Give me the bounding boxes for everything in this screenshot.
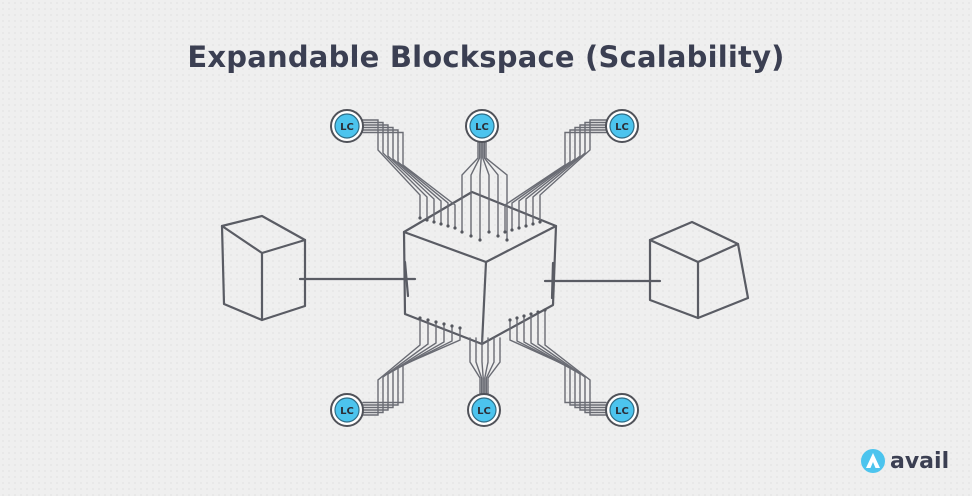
wire bbox=[525, 124, 607, 227]
lc-node-label: LC bbox=[477, 406, 491, 417]
pin bbox=[510, 228, 514, 232]
top-pins bbox=[418, 216, 542, 242]
wire bbox=[532, 121, 607, 225]
pin bbox=[432, 220, 436, 224]
wire bbox=[518, 126, 607, 229]
pin bbox=[439, 222, 443, 226]
wire bbox=[362, 327, 461, 404]
right-block bbox=[648, 220, 750, 320]
pin bbox=[446, 224, 450, 228]
wire bbox=[484, 337, 489, 395]
wire bbox=[470, 141, 481, 237]
pin bbox=[524, 224, 528, 228]
pin bbox=[450, 324, 454, 328]
pin bbox=[515, 316, 519, 320]
lc-node-top-left: LC bbox=[330, 109, 364, 143]
wire bbox=[511, 129, 607, 231]
wire bbox=[362, 321, 437, 411]
lc-node-label: LC bbox=[615, 122, 629, 133]
wire bbox=[482, 141, 490, 233]
pin bbox=[434, 320, 438, 324]
pin bbox=[538, 220, 542, 224]
pin bbox=[487, 230, 491, 234]
wires-top bbox=[362, 119, 607, 241]
pin bbox=[458, 326, 462, 330]
pin bbox=[529, 312, 533, 316]
wire bbox=[544, 309, 607, 416]
brand-name: avail bbox=[890, 448, 950, 474]
pin bbox=[496, 234, 500, 238]
pin bbox=[442, 322, 446, 326]
wire bbox=[362, 126, 442, 225]
wires-bottom bbox=[362, 309, 607, 416]
pin bbox=[418, 316, 422, 320]
wire bbox=[469, 337, 481, 395]
pin bbox=[531, 222, 535, 226]
wire bbox=[362, 323, 445, 409]
pin bbox=[536, 310, 540, 314]
wire bbox=[362, 121, 428, 221]
pin bbox=[460, 230, 464, 234]
wire bbox=[483, 141, 499, 237]
lc-node-label: LC bbox=[340, 406, 354, 417]
pin bbox=[469, 234, 473, 238]
wire bbox=[509, 319, 607, 404]
wire bbox=[485, 337, 495, 395]
pin bbox=[425, 218, 429, 222]
pin bbox=[418, 216, 422, 220]
lc-node-top-right: LC bbox=[605, 109, 639, 143]
pin bbox=[503, 230, 507, 234]
lc-node-label: LC bbox=[615, 406, 629, 417]
pin bbox=[522, 314, 526, 318]
wire bbox=[530, 313, 607, 411]
lc-node-bottom-center: LC bbox=[467, 393, 501, 427]
pin bbox=[543, 308, 547, 312]
wire bbox=[461, 141, 479, 233]
bottom-pins bbox=[418, 308, 547, 330]
pin bbox=[426, 318, 430, 322]
wire bbox=[479, 141, 482, 241]
wire bbox=[523, 315, 607, 409]
pin bbox=[517, 226, 521, 230]
pin bbox=[478, 238, 482, 242]
brand-logo: avail bbox=[860, 446, 949, 476]
lc-node-label: LC bbox=[340, 122, 354, 133]
wire bbox=[539, 119, 607, 223]
wire bbox=[537, 311, 607, 414]
page-title: Expandable Blockspace (Scalability) bbox=[187, 40, 785, 74]
wire bbox=[362, 124, 435, 223]
pin bbox=[508, 318, 512, 322]
wire bbox=[504, 131, 607, 233]
wire bbox=[362, 131, 456, 229]
connector-right bbox=[543, 261, 662, 300]
wire bbox=[487, 337, 501, 395]
pin bbox=[505, 238, 509, 242]
wire bbox=[362, 119, 421, 219]
left-block bbox=[220, 214, 307, 322]
lc-node-bottom-left: LC bbox=[330, 393, 364, 427]
wire bbox=[475, 337, 483, 395]
wire bbox=[485, 141, 508, 241]
wire bbox=[362, 325, 453, 406]
wire bbox=[516, 317, 607, 406]
avail-logo-icon bbox=[861, 449, 885, 473]
wire bbox=[481, 337, 484, 395]
wire bbox=[362, 129, 449, 227]
pin bbox=[453, 226, 457, 230]
connector-left bbox=[298, 260, 417, 298]
lc-node-label: LC bbox=[475, 122, 489, 133]
wire bbox=[362, 317, 421, 416]
lc-node-bottom-right: LC bbox=[605, 393, 639, 427]
lc-node-top-center: LC bbox=[465, 109, 499, 143]
wire bbox=[362, 319, 429, 414]
